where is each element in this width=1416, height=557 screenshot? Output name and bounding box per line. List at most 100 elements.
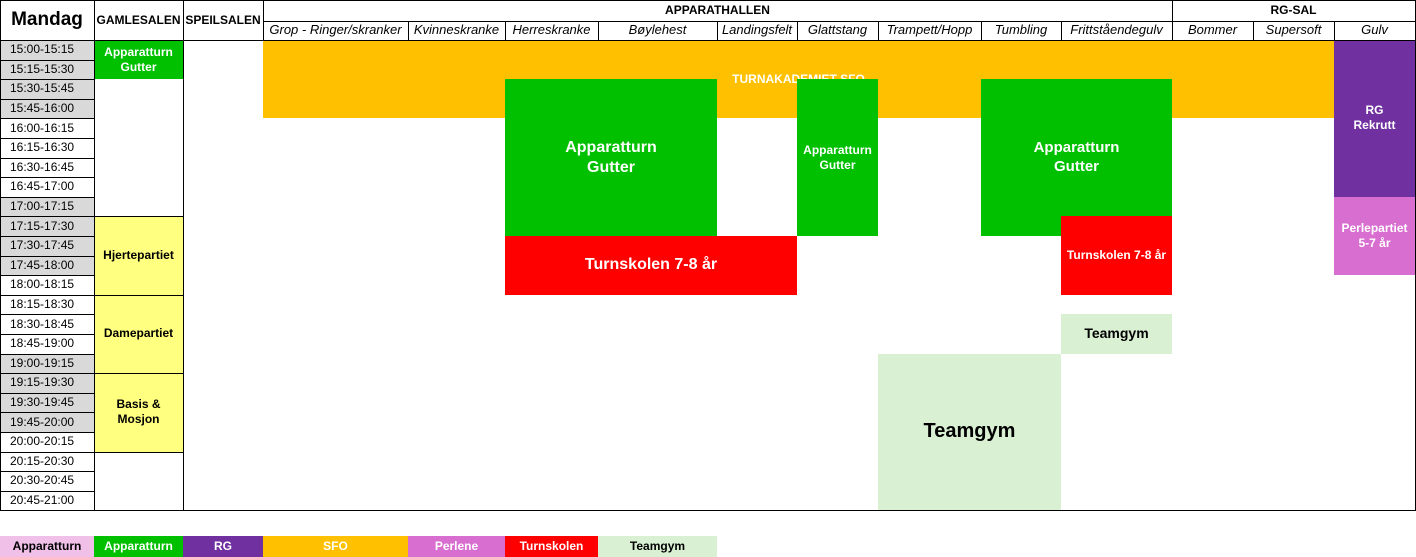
time-slot[interactable]: 15:00-15:15 <box>0 40 94 60</box>
grid-line <box>0 471 94 473</box>
rg-column-header[interactable]: Gulv <box>1334 21 1415 40</box>
block-basis-mosjon-label: Basis & Mosjon <box>116 397 161 427</box>
grid-line <box>0 314 94 316</box>
grid-line <box>0 0 1416 1</box>
apparatus-header[interactable]: Trampett/Hopp <box>878 21 981 40</box>
block-perlepartiet[interactable]: Perlepartiet 5-7 år <box>1334 196 1415 276</box>
legend-item[interactable]: Perlene <box>408 536 505 557</box>
time-slot-label: 15:15-15:30 <box>10 61 75 76</box>
time-slot[interactable]: 18:15-18:30 <box>0 294 94 315</box>
apparatus-header[interactable]: Kvinneskranke <box>408 21 505 40</box>
apparatus-header[interactable]: Tumbling <box>981 21 1061 40</box>
time-slot[interactable]: 16:15-16:30 <box>0 138 94 158</box>
block-apparatturn-tumbling[interactable]: Apparatturn Gutter <box>981 79 1172 236</box>
time-slot[interactable]: 17:15-17:30 <box>0 216 94 236</box>
legend-item[interactable]: Teamgym <box>598 536 717 557</box>
legend-item[interactable]: Apparatturn <box>94 536 183 557</box>
block-teamgym-big[interactable]: Teamgym <box>878 353 1061 511</box>
grid-line <box>0 138 94 139</box>
block-gamlesalen-apparatturn-label: Apparatturn Gutter <box>104 44 173 74</box>
block-damepartiet[interactable]: Damepartiet <box>94 294 183 374</box>
apparatus-header[interactable]: Bøylehest <box>598 21 717 40</box>
time-slot[interactable]: 19:00-19:15 <box>0 353 94 374</box>
time-slot[interactable]: 20:15-20:30 <box>0 451 94 472</box>
grid-line <box>717 21 718 40</box>
apparatus-header[interactable]: Glattstang <box>797 21 878 40</box>
block-turnskolen-fritt[interactable]: Turnskolen 7-8 år <box>1061 216 1172 295</box>
time-slot[interactable]: 15:30-15:45 <box>0 79 94 99</box>
grid-line <box>0 412 94 414</box>
time-slot[interactable]: 18:30-18:45 <box>0 314 94 334</box>
block-teamgym-big-label: Teamgym <box>923 420 1016 443</box>
legend-item-label: Turnskolen <box>519 539 584 553</box>
rg-column-header[interactable]: Supersoft <box>1253 21 1334 40</box>
apparatus-header[interactable]: Grop - Ringer/skranker <box>263 21 408 40</box>
apparatus-header[interactable]: Landingsfelt <box>717 21 797 40</box>
grid-line <box>0 334 94 335</box>
time-slot[interactable]: 17:30-17:45 <box>0 236 94 256</box>
block-hjertepartiet[interactable]: Hjertepartiet <box>94 216 183 295</box>
grid-line <box>0 59 94 61</box>
legend-item[interactable]: SFO <box>263 536 408 557</box>
time-slot[interactable]: 16:45-17:00 <box>0 177 94 197</box>
hall-gamlesalen-label: GAMLESALEN <box>96 12 181 27</box>
block-rg-rekrutt-label: RG Rekrutt <box>1353 103 1396 133</box>
block-damepartiet-label: Damepartiet <box>103 326 174 341</box>
time-slot-label: 19:45-20:00 <box>10 414 75 429</box>
grid-line <box>0 510 1416 512</box>
legend-item-label: Perlene <box>434 539 479 553</box>
block-teamgym-small[interactable]: Teamgym <box>1061 314 1172 354</box>
grid-line <box>0 0 1 511</box>
grid-line <box>263 0 264 40</box>
time-slot-label: 15:00-15:15 <box>10 42 75 57</box>
time-slot[interactable]: 18:45-19:00 <box>0 334 94 354</box>
legend-item-label: SFO <box>323 539 348 553</box>
rg-column-header[interactable]: Bommer <box>1172 21 1253 40</box>
grid-line <box>94 0 95 511</box>
legend-item-label: Apparatturn <box>12 539 82 553</box>
grid-line <box>797 21 798 40</box>
time-slot[interactable]: 18:00-18:15 <box>0 275 94 295</box>
time-slot[interactable]: 20:00-20:15 <box>0 432 94 452</box>
block-apparatturn-glattstang[interactable]: Apparatturn Gutter <box>797 79 878 236</box>
time-slot[interactable]: 19:15-19:30 <box>0 373 94 393</box>
time-slot[interactable]: 20:45-21:00 <box>0 490 94 511</box>
hall-rgsal: RG-SAL <box>1172 0 1415 21</box>
block-rg-rekrutt[interactable]: RG Rekrutt <box>1334 40 1415 197</box>
time-slot[interactable]: 16:30-16:45 <box>0 157 94 178</box>
block-gamlesalen-apparatturn[interactable]: Apparatturn Gutter <box>94 40 183 80</box>
time-slot-label: 17:45-18:00 <box>10 257 75 272</box>
block-basis-mosjon[interactable]: Basis & Mosjon <box>94 373 183 452</box>
legend-item[interactable]: Turnskolen <box>505 536 598 557</box>
grid-line <box>94 216 183 218</box>
day-title: Mandag <box>0 0 94 40</box>
time-slot-label: 17:15-17:30 <box>10 218 75 233</box>
time-slot[interactable]: 19:45-20:00 <box>0 412 94 432</box>
time-slot[interactable]: 20:30-20:45 <box>0 471 94 491</box>
time-slot[interactable]: 17:45-18:00 <box>0 255 94 276</box>
legend-item[interactable]: RG <box>183 536 263 557</box>
grid-line <box>94 373 183 375</box>
grid-line <box>0 79 94 81</box>
block-apparatturn-herreskranke[interactable]: Apparatturn Gutter <box>505 79 717 236</box>
time-slot[interactable]: 19:30-19:45 <box>0 392 94 413</box>
grid-line <box>981 21 982 40</box>
grid-line <box>94 451 183 453</box>
rg-column-header-label: Bommer <box>1187 22 1238 38</box>
time-slot[interactable]: 17:00-17:15 <box>0 196 94 217</box>
time-slot[interactable]: 15:45-16:00 <box>0 98 94 119</box>
block-turnskolen-main[interactable]: Turnskolen 7-8 år <box>505 236 797 295</box>
grid-line <box>183 0 184 511</box>
apparatus-header[interactable]: Frittståendegulv <box>1061 21 1172 40</box>
time-slot[interactable]: 15:15-15:30 <box>0 59 94 80</box>
grid-line <box>0 275 94 277</box>
grid-line <box>1172 0 1173 40</box>
grid-line <box>1253 21 1254 40</box>
apparatus-header-label: Herreskranke <box>512 22 591 38</box>
hall-speilsalen: SPEILSALEN <box>183 0 263 40</box>
legend-item[interactable]: Apparatturn <box>0 536 94 557</box>
time-slot[interactable]: 16:00-16:15 <box>0 118 94 138</box>
block-hjertepartiet-label: Hjertepartiet <box>103 248 174 263</box>
apparatus-header[interactable]: Herreskranke <box>505 21 598 40</box>
block-apparatturn-tumbling-label: Apparatturn Gutter <box>1033 138 1120 175</box>
